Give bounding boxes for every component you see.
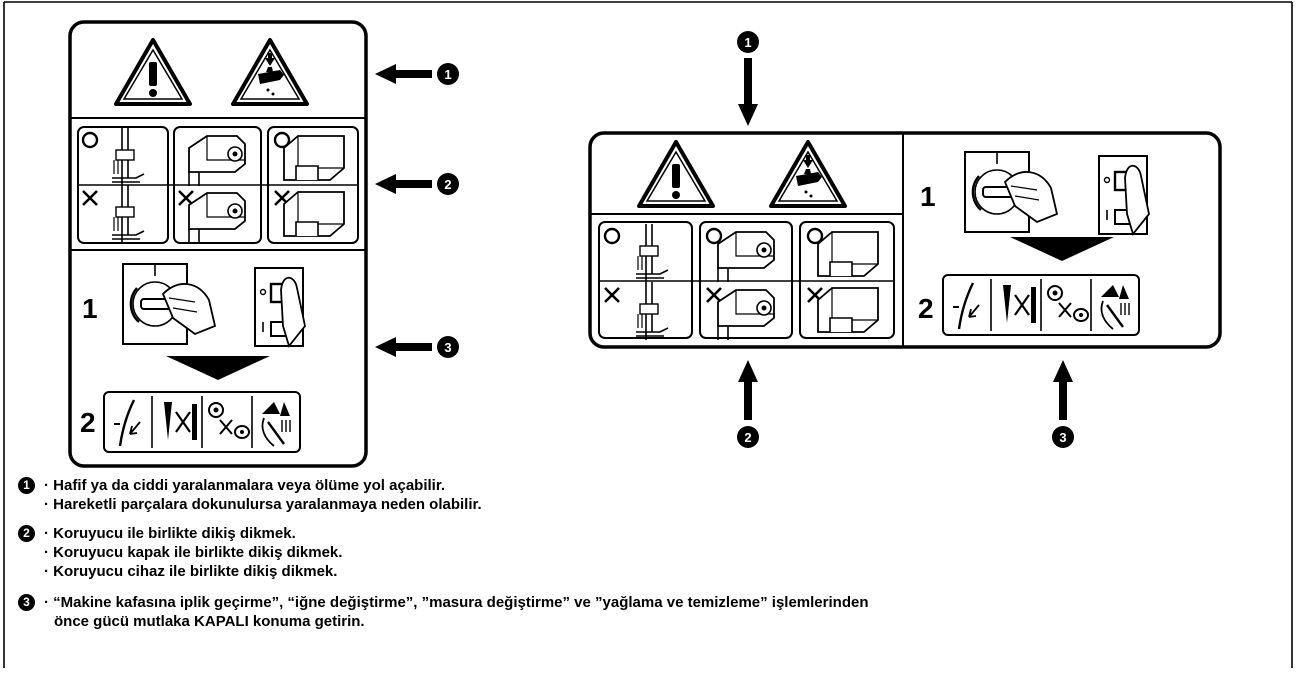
left-callouts: 1 2 3	[375, 63, 459, 358]
right-callouts: 1 2 3	[737, 31, 1074, 448]
note-1-line-2: · Hareketli parçalara dokunulursa yarala…	[44, 496, 482, 513]
note-2-line-1: · Koruyucu ile birlikte dikiş dikmek.	[44, 525, 296, 542]
note-2-line-3: · Koruyucu cihaz ile birlikte dikiş dikm…	[44, 563, 338, 580]
step-number-2: 2	[80, 407, 96, 438]
note-3: 3 · “Makine kafasına iplik geçirme”, “iğ…	[18, 594, 1278, 636]
guard-panel-right	[598, 221, 895, 341]
vertical-label: 1 2	[68, 20, 368, 468]
note-1-line-1: · Hafif ya da ciddi yaralanmalara veya ö…	[44, 477, 446, 494]
note-2-line-2: · Koruyucu kapak ile birlikte dikiş dikm…	[44, 544, 343, 561]
callout-2-left: 2	[444, 177, 451, 192]
callout-1-right: 1	[744, 35, 751, 50]
note-1: 1 · Hafif ya da ciddi yaralanmalara veya…	[18, 477, 1278, 517]
note-marker-2: 2	[18, 525, 35, 542]
note-3-line-1: · “Makine kafasına iplik geçirme”, “iğne…	[44, 594, 869, 611]
horizontal-label: 1 2	[588, 131, 1222, 349]
callout-1-left: 1	[444, 67, 451, 82]
callout-2-right: 2	[744, 430, 751, 445]
guard-panel-left	[77, 126, 359, 244]
note-2: 2 · Koruyucu ile birlikte dikiş dikmek. …	[18, 525, 1278, 585]
note-3-line-2: önce gücü mutlaka KAPALI konuma getirin.	[54, 613, 365, 630]
step-number-1-right: 1	[920, 181, 936, 212]
note-marker-1: 1	[18, 477, 35, 494]
callout-3-left: 3	[444, 340, 451, 355]
step-number-2-right: 2	[918, 293, 934, 324]
note-marker-3: 3	[18, 594, 35, 611]
step-number-1: 1	[82, 293, 98, 324]
callout-3-right: 3	[1059, 430, 1066, 445]
